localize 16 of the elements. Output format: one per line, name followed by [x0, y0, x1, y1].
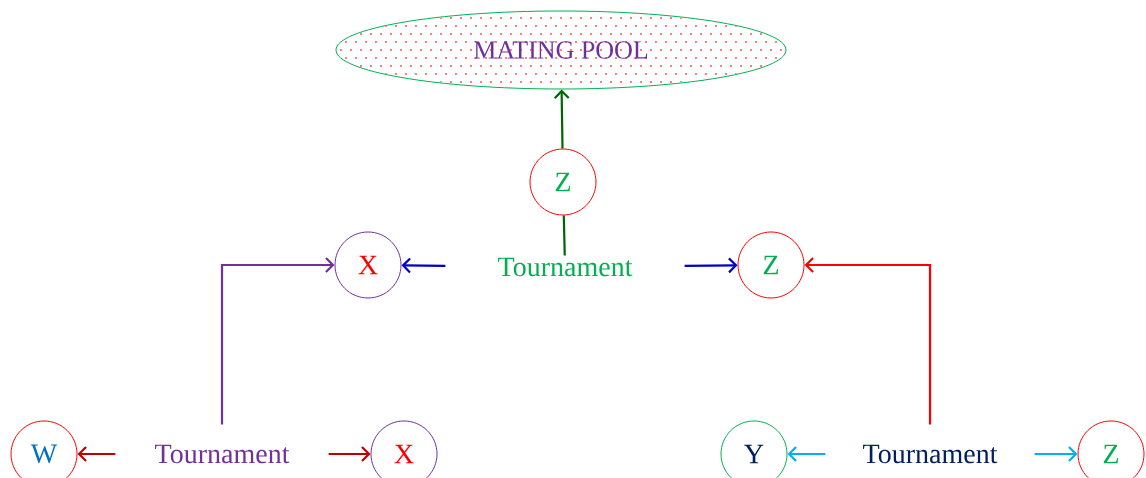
tournament-label: Tournament — [155, 444, 290, 464]
circle-node: Z — [529, 148, 597, 216]
arrow — [787, 446, 826, 462]
tournament-label: Tournament — [863, 444, 998, 464]
arrow — [1034, 446, 1078, 462]
arrow — [804, 257, 932, 425]
arrow — [328, 446, 371, 462]
arrow — [77, 446, 116, 462]
arrow — [684, 257, 738, 274]
circle-node: Z — [737, 231, 805, 299]
tournament-label: Tournament — [498, 257, 633, 277]
arrow — [220, 257, 335, 425]
circle-node: X — [334, 231, 402, 299]
arrow — [553, 89, 570, 149]
arrow — [401, 257, 446, 274]
ellipse-node: MATING POOL — [335, 10, 787, 90]
